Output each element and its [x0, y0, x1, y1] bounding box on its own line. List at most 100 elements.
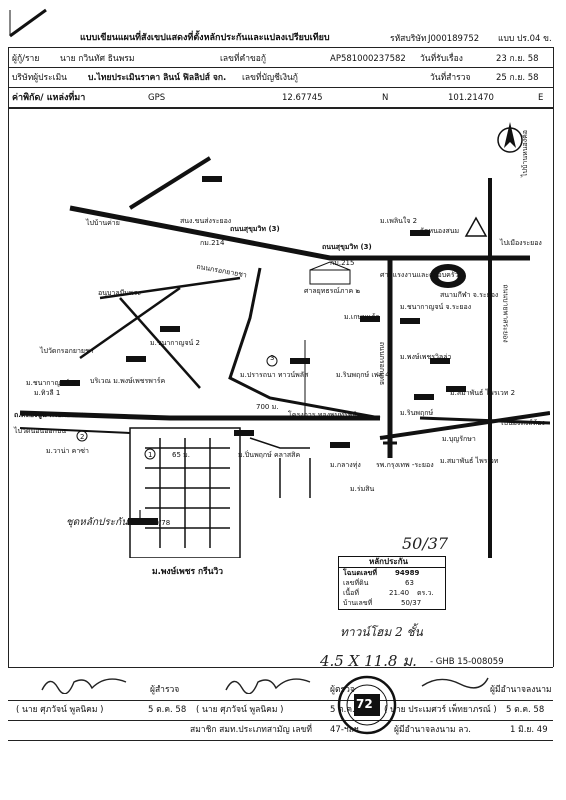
area-value: 21.40: [389, 589, 410, 597]
village-grid: [129, 427, 311, 558]
label-hospital: รพ.กรุงเทพ -ระยอง: [376, 461, 434, 469]
label-project: โครงการ ทองพูนทรัพย์: [288, 411, 357, 419]
account-no-label: เลขที่บัญชีเงินกู้: [242, 73, 298, 83]
request-no-label: เลขที่คำขอกู้: [220, 54, 267, 64]
checker-signature-icon: [225, 678, 311, 694]
survey-date: 25 ก.ย. 58: [496, 73, 539, 83]
label-m-chanakarn-rayong: ม.ชนากาญจน์ จ.ระยอง: [400, 303, 472, 311]
label-m-kornwa: ม.กลางทุ่ง: [330, 461, 361, 469]
coord-source: GPS: [148, 93, 166, 103]
ref-code: - GHB 15-008059: [430, 657, 504, 667]
label-m-kasemkaew: ม.เกษมแก้ว: [344, 313, 380, 321]
collateral-title: หลักประกัน: [369, 557, 409, 566]
received-date: 23 ก.ย. 58: [496, 54, 539, 64]
appraiser-name: บ.ไทยประเมินราคา ลินน์ ฟิลลิปส์ จก.: [88, 73, 227, 83]
association-no: 47-ฯลฯ: [330, 725, 359, 735]
approver-signature-icon: [421, 677, 489, 689]
stamp-text: 72: [356, 697, 373, 711]
association-line: สมาชิก สมท.ประเภทสามัญ เลขที่: [190, 725, 312, 735]
label-m-chanakarn2: ม.ชนากาญจน์ 2: [150, 339, 201, 347]
label-m-romsit: ม.ร่มสิน: [350, 485, 375, 493]
label-m-rinpruek: ม.รินพฤกษ์ เฟส 4: [336, 371, 390, 379]
handwriting-frontage: 4.5 X 11.8 ม.: [320, 652, 417, 670]
label-sukhumvit-east: ถนนสุขุมวิท (3): [322, 243, 372, 251]
label-m-phetchlin: ม.เพลินใจ 2: [380, 217, 418, 225]
received-date-label: วันที่รับเรื่อง: [420, 54, 463, 64]
label-m-bunruksa: ม.บุญรักษา: [442, 435, 476, 443]
label-m-pongpetch: ม.พงษ์เพชรวิลล่า: [400, 353, 452, 361]
label-agency: สนง.ขนส่งระยอง: [180, 217, 232, 225]
deed-no: 94989: [395, 569, 420, 577]
temple-icon: [464, 216, 488, 237]
collateral-box: หลักประกัน โฉนดเลขที่ 94989 เลขที่ดิน 63…: [338, 556, 446, 610]
borrower-name: นาย กวินทัศ ธินพรม: [60, 54, 135, 64]
surveyor-signature-icon: [41, 678, 127, 694]
collateral-flag-icon: [128, 510, 158, 525]
label-num-2: 2: [80, 433, 85, 441]
label-bowin: บริเวณ ม.พงษ์เพชรพาร์ค: [90, 377, 166, 385]
label-road-rayong: ถนนบายพาสระยอง: [501, 284, 510, 343]
form-code: แบบ ปร.04 ข.: [498, 34, 552, 44]
label-court2: ศาลแรงงานและครอบครัว: [380, 271, 459, 279]
hospital-icon: [383, 436, 397, 450]
surveyor-name: ( นาย ศุภวัจน์ พูลนิคม ): [16, 705, 104, 715]
label-road-kroktha: ถนนกรอกยุทธ: [378, 341, 387, 386]
deed-label: โฉนดเลขที่: [343, 569, 377, 577]
label-to-kraokyaicha: ไปวัดกรอกยายชา: [40, 347, 94, 355]
label-court: ศาลยุทธรณ์ภาค ๒: [304, 287, 360, 295]
form-title: แบบเขียนแผนที่สังเขปแสดงที่ตั้งหลักประกั…: [80, 33, 330, 43]
coord-label: ค่าพิกัด/ แหล่งที่มา: [12, 93, 86, 103]
label-km214: กม.214: [200, 239, 225, 247]
label-sukhumvit-west: ถนนสุขุมวิท (3): [230, 225, 280, 233]
label-to-klong: ไปวัดนอนออกบน: [14, 427, 67, 435]
land-no: 63: [405, 579, 414, 587]
label-village-name: ม.พงษ์เพชร กรีนวิว: [152, 567, 224, 577]
request-no: AP581000237582: [330, 54, 406, 64]
label-m-prarotna: ม.ปรารถนา ทาวน์พลัส: [240, 371, 309, 379]
land-no-label: เลขที่ดิน: [343, 579, 369, 587]
area-label: เนื้อที่: [343, 589, 359, 597]
handwriting-collateral-location: ชุดหลักประกัน: [66, 517, 129, 528]
approver-name: ( นาย ประเมศวร์ เพ็ทยาภรณ์ ): [384, 705, 497, 715]
surveyor-date: 5 ต.ค. 58: [148, 705, 187, 715]
survey-date-label: วันที่สำรวจ: [430, 73, 471, 83]
approver-date: 5 ต.ค. 58: [506, 705, 545, 715]
coord-n-value: 12.67745: [282, 93, 323, 103]
label-m-samanphan2: ม.สมาพันธ์ ไพรเวท: [440, 457, 499, 465]
label-dist-65: 65 ม.: [172, 451, 190, 459]
label-wat: วัดหนองสนม: [420, 227, 460, 235]
stadium-icon: [430, 264, 466, 288]
corner-mark: [9, 8, 47, 38]
appraiser-label: บริษัทผู้ประเมิน: [12, 73, 67, 83]
handwriting-house-no: 50/37: [402, 534, 449, 553]
label-to-rayong: ไปเมืองระยอง: [500, 239, 542, 247]
label-m-tawi: ม.ทิวลี 1: [34, 389, 61, 397]
house-no: 50/37: [401, 599, 422, 607]
label-soi-50-78: 50/78: [150, 519, 171, 527]
label-km215: กม.215: [330, 259, 355, 267]
area-unit: ตร.ว.: [417, 589, 434, 597]
label-road-klong: ถ.คลองปูน-กรอกยายชา: [14, 411, 87, 419]
label-m-pinpruek: ม.ปิ่นพฤกษ์ คลาสสิค: [238, 451, 301, 459]
north-arrow-icon: [497, 122, 523, 153]
label-m-warang: ม.วาน่า คาซ่า: [46, 447, 89, 455]
coord-e: E: [538, 93, 544, 103]
approver-title: ผู้มีอำนาจลงนาม: [490, 685, 552, 695]
label-m-chanakarn3: ม.ชนากาญจน์ 3: [26, 379, 77, 387]
house-icons: [60, 176, 466, 448]
location-map: [19, 122, 550, 558]
coord-e-value: 101.21470: [448, 93, 494, 103]
borrower-label: ผู้กู้/ราย: [12, 54, 40, 64]
surveyor-title: ผู้สำรวจ: [150, 685, 180, 695]
label-m-samanphan: ม.สมาพันธ์ ไพรเวท 2: [450, 389, 516, 397]
client-code-label: รหัสบริษัท: [390, 34, 427, 44]
client-code: J000189752: [428, 34, 480, 44]
label-m-rinpruek2: ม.รินพฤกษ์: [400, 409, 434, 417]
authority-date: 1 มิ.ย. 49: [510, 725, 548, 735]
label-to-nongkho: ไปบ้านหนองค้อ: [521, 129, 530, 178]
checker-date: 5 ต.ค. 58: [330, 705, 369, 715]
label-anuban: อนุบาลมีนพระ: [98, 289, 142, 297]
label-to-nongjok: ไปนองหงส์ห้อง: [500, 419, 545, 427]
label-to-bankhai: ไปบ้านค่าย: [86, 219, 120, 227]
label-stadium: สนามกีฬา จ.ระยอง: [440, 291, 499, 299]
